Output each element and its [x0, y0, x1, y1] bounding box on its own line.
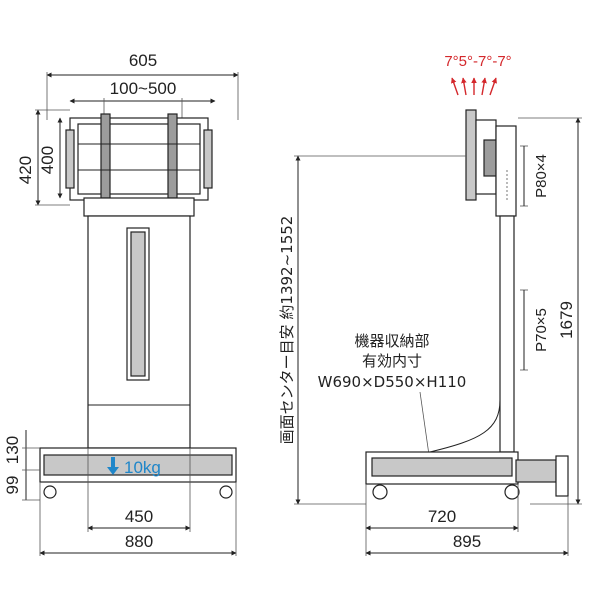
tilt-arrows-icon: [451, 77, 497, 96]
dim-height-outer: 420: [16, 156, 35, 184]
side-caster-front: [372, 484, 388, 500]
mount-left-plate: [65, 129, 75, 189]
side-view: 7°5°-7°-7° P80×4 P70×5 1679: [278, 53, 582, 556]
load-label: 10kg: [124, 458, 161, 477]
dim-height-inner: 400: [38, 146, 57, 174]
center-height: 画面センター目安 約1392~1552: [278, 216, 296, 445]
tilt-hinge: [483, 139, 497, 177]
dim-base-h2: 130: [3, 436, 22, 464]
mount-arm-right: [167, 113, 178, 199]
slide-mount: [495, 125, 517, 217]
column-cap: [83, 197, 195, 217]
dim-vesa-range: 100~500: [110, 79, 177, 98]
storage-dims: W690×D550×H110: [318, 373, 467, 391]
load-arrow-icon: [107, 457, 119, 475]
mount-right-plate: [203, 129, 213, 189]
front-view: 605 100~500 420 400 10kg: [3, 51, 239, 556]
dim-base-inner: 450: [125, 507, 153, 526]
dim-base-outer: 880: [125, 532, 153, 551]
base-foot: [555, 455, 569, 497]
tilt-angles: 7°5°-7°-7°: [444, 53, 511, 70]
mount-frame-inner: [77, 123, 201, 195]
depth-outer: 895: [453, 532, 481, 551]
pitch-lower: P70×5: [533, 308, 550, 352]
leader-line: [419, 391, 431, 463]
dim-base-h1: 99: [3, 476, 22, 495]
dim-width-top: 605: [129, 51, 157, 70]
caster-right: [219, 485, 233, 499]
storage-sub: 有効内寸: [362, 352, 422, 370]
base-panel: [43, 454, 233, 476]
storage-title: 機器収納部: [354, 332, 429, 350]
pitch-upper: P80×4: [533, 154, 550, 198]
side-column: [499, 215, 515, 453]
depth-inner: 720: [428, 507, 456, 526]
column-curve: [429, 399, 501, 453]
display-panel: [465, 109, 477, 201]
storage-shelf: [371, 457, 513, 477]
caster-left: [43, 485, 57, 499]
mount-arm-left: [100, 113, 111, 199]
cable-cover-inner: [130, 231, 146, 377]
side-caster-rear: [504, 484, 520, 500]
total-height: 1679: [557, 301, 576, 339]
base-extension: [515, 459, 557, 483]
